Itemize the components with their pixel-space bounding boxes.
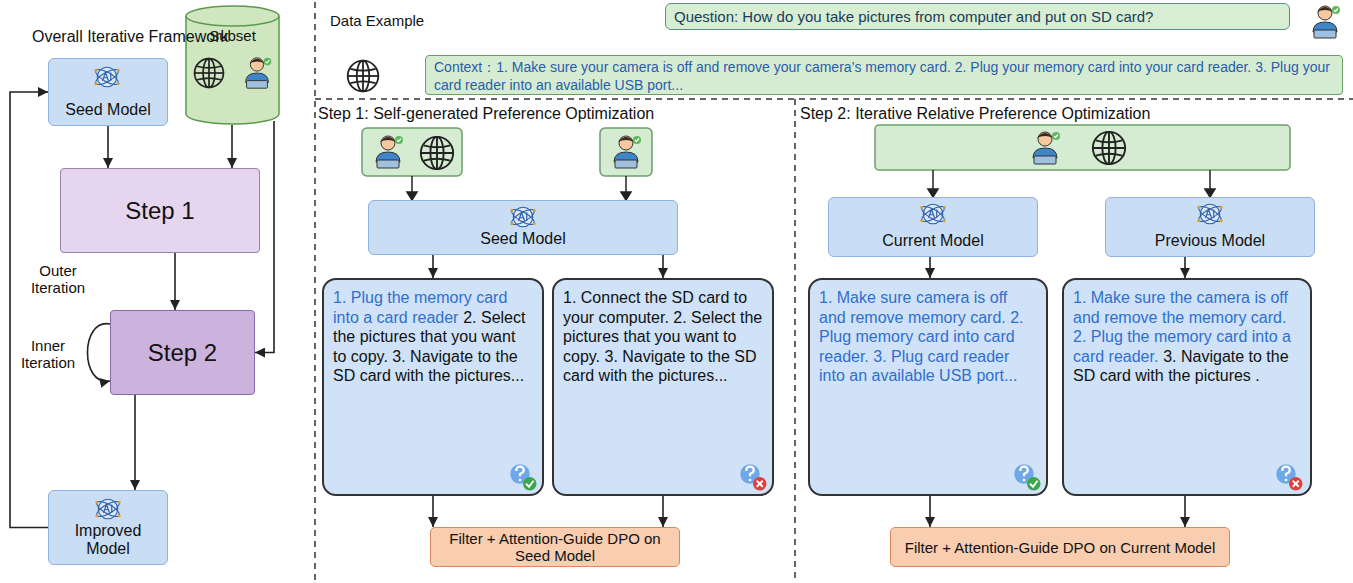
loop-label: Outer Iteration (18, 262, 98, 296)
connector-arrow (929, 257, 931, 278)
connector-arrow (134, 395, 136, 490)
node-text: Filter + Attention-Guide DPO on Current … (905, 539, 1216, 556)
step-box: Step 1 (60, 168, 260, 253)
connector-arrow (10, 92, 48, 528)
connector-arrow (432, 255, 434, 278)
connector-arrow (107, 126, 109, 168)
divider (314, 2, 316, 583)
input-box (362, 128, 462, 176)
model-box: Previous Model (1105, 197, 1315, 257)
node-text: Current Model (882, 232, 983, 250)
response-box: 1. Make sure camera is off and remove me… (808, 278, 1048, 496)
connector-arrow (662, 496, 664, 527)
filter-box: Filter + Attention-Guide DPO on Current … (890, 527, 1230, 567)
node-text: Context：1. Make sure your camera is off … (434, 59, 1334, 94)
model-box: Seed Model (48, 58, 168, 126)
section-title: Data Example (330, 12, 470, 29)
connector-arrow (432, 496, 434, 527)
input-box (600, 128, 652, 176)
divider (315, 98, 1353, 100)
response-box: 1. Make sure the camera is off and remov… (1062, 278, 1312, 496)
connector-arrow (929, 496, 931, 527)
node-text: Previous Model (1155, 232, 1265, 250)
connector-arrow (1184, 257, 1186, 278)
model-box: Seed Model (368, 200, 678, 255)
connector-arrow (231, 125, 233, 168)
connector-arrow (174, 253, 176, 310)
node-text: Seed Model (480, 230, 565, 248)
connector-arrow (1184, 496, 1186, 527)
divider (794, 99, 796, 583)
model-box: Improved Model (48, 490, 168, 565)
connector-arrow (662, 255, 664, 278)
filter-box: Filter + Attention-Guide DPO on Seed Mod… (430, 527, 680, 567)
section-title: Step 2: Iterative Relative Preference Op… (800, 105, 1340, 123)
response-box: 1. Connect the SD card to your computer.… (552, 278, 774, 496)
node-text: Step 1 (125, 197, 194, 225)
input-arrows (407, 170, 1215, 200)
cylinder-outline (185, 5, 280, 125)
node-text: Question: How do you take pictures from … (674, 8, 1281, 25)
input-bar (875, 125, 1290, 170)
node-text: Seed Model (65, 101, 150, 119)
connector-arrow (88, 324, 111, 382)
context-box: Context：1. Make sure your camera is off … (425, 55, 1343, 95)
loop-label: Inner Iteration (14, 337, 82, 371)
node-text: Step 2 (148, 339, 217, 367)
question-box: Question: How do you take pictures from … (665, 3, 1290, 30)
node-text: 1. Connect the SD card to your computer.… (563, 289, 762, 384)
section-title: Step 1: Self-generated Preference Optimi… (318, 105, 788, 123)
step-box: Step 2 (110, 310, 255, 395)
node-text: 1. Make sure camera is off and remove me… (819, 289, 1024, 384)
node-text: Filter + Attention-Guide DPO on Seed Mod… (437, 530, 673, 564)
model-box: Current Model (828, 197, 1038, 257)
section-title: Overall Iterative Framework (32, 28, 282, 46)
dataset-cylinder: Subset (185, 5, 280, 125)
node-text: Improved Model (53, 522, 163, 558)
response-box: 1. Plug the memory card into a card read… (322, 278, 544, 496)
